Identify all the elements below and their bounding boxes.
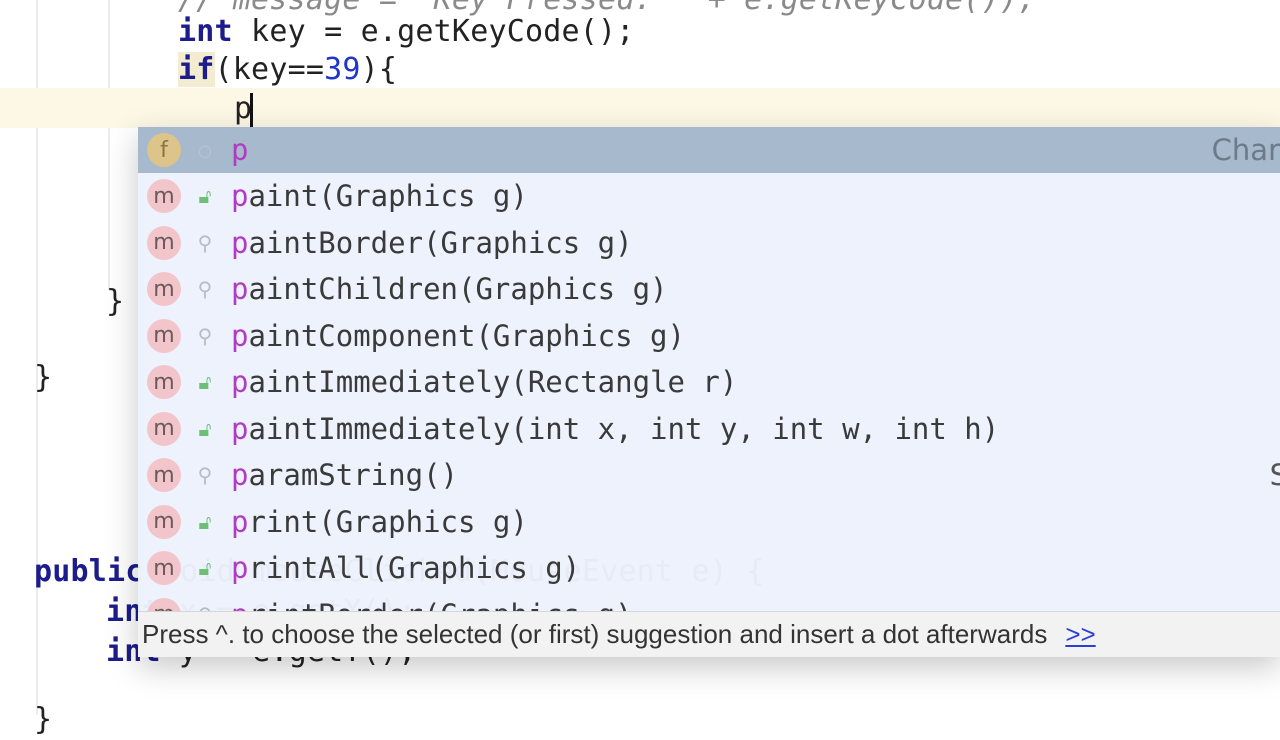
method-icon: m	[147, 551, 181, 586]
protected-key-icon: ⚲	[197, 323, 213, 348]
protected-key-icon: ⚲	[197, 230, 213, 255]
code-text: (key==	[214, 52, 325, 87]
match-text: p	[231, 318, 249, 353]
autocomplete-popup[interactable]: f ○ p Char m 🔓︎ paint(Graphics g) m ⚲ pa…	[138, 127, 1280, 657]
completion-hint-bar: Press ^. to choose the selected (or firs…	[138, 611, 1280, 657]
suggestion-item[interactable]: m ⚲ paintBorder(Graphics g)	[138, 220, 1280, 267]
suggestion-item[interactable]: m 🔓︎ print(Graphics g)	[138, 499, 1280, 546]
more-link[interactable]: >>	[1065, 619, 1096, 649]
suggestion-item[interactable]: m ⚲ paintChildren(Graphics g)	[138, 266, 1280, 313]
package-private-icon: ○	[198, 140, 212, 160]
match-text: p	[231, 551, 249, 586]
text-caret	[250, 92, 254, 127]
suggestion-type: Char	[1211, 133, 1280, 167]
number-literal: 39	[324, 52, 361, 87]
protected-key-icon: ⚲	[197, 277, 213, 302]
method-icon: m	[147, 179, 181, 214]
method-icon: m	[147, 225, 181, 260]
suggestion-text: rintBorder(Graphics g)	[248, 598, 632, 612]
match-text: p	[231, 458, 249, 493]
code-line-typing[interactable]: p	[234, 89, 254, 129]
code-line-brace: }	[34, 702, 53, 737]
match-text: p	[231, 225, 249, 260]
code-line-brace: }	[34, 360, 53, 395]
code-text: key = e.getKeyCode();	[232, 14, 635, 49]
suggestion-item[interactable]: m 🔓︎ paintImmediately(Rectangle r)	[138, 359, 1280, 406]
code-text: ){	[360, 52, 398, 87]
method-icon: m	[147, 597, 181, 612]
code-line-if: if(key==39){	[178, 50, 397, 90]
match-text: p	[231, 272, 249, 307]
suggestion-text: rint(Graphics g)	[248, 504, 528, 539]
protected-key-icon: ⚲	[191, 603, 219, 612]
typed-text: p	[234, 91, 253, 126]
protected-key-icon: ⚲	[197, 463, 213, 488]
current-line-highlight	[0, 88, 1280, 128]
suggestion-list[interactable]: f ○ p Char m 🔓︎ paint(Graphics g) m ⚲ pa…	[138, 127, 1280, 612]
method-icon: m	[147, 411, 181, 446]
suggestion-text: rintAll(Graphics g)	[248, 551, 581, 586]
suggestion-text: aramString()	[248, 458, 458, 493]
suggestion-item[interactable]: m ⚲ paintComponent(Graphics g)	[138, 313, 1280, 360]
method-icon: m	[147, 365, 181, 400]
match-text: p	[231, 365, 249, 400]
indent-guide	[36, 0, 38, 715]
method-icon: m	[147, 504, 181, 539]
public-lock-icon: 🔓︎	[198, 184, 212, 209]
code-line-key: int key = e.getKeyCode();	[178, 12, 635, 52]
suggestion-item[interactable]: m ⚲ printBorder(Graphics g)	[138, 592, 1280, 612]
match-text: p	[231, 598, 248, 612]
suggestion-text: aintImmediately(int x, int y, int w, int…	[248, 411, 1000, 446]
match-text: p	[231, 179, 249, 214]
keyword: public	[34, 554, 144, 589]
suggestion-text: aint(Graphics g)	[248, 179, 528, 214]
suggestion-item-selected[interactable]: f ○ p Char	[138, 127, 1280, 173]
suggestion-text: aintBorder(Graphics g)	[248, 225, 633, 260]
method-icon: m	[147, 318, 181, 353]
suggestion-type: S	[1269, 458, 1280, 492]
keyword: if	[178, 52, 215, 87]
indent-guide	[108, 0, 110, 290]
code-line-comment: // message = "Key Pressed: " + e.getKeyC…	[178, 0, 1036, 20]
suggestion-text: aintComponent(Graphics g)	[248, 318, 685, 353]
public-lock-icon: 🔓︎	[198, 509, 212, 534]
public-lock-icon: 🔓︎	[198, 556, 212, 581]
public-lock-icon: 🔓︎	[198, 416, 212, 441]
public-lock-icon: 🔓︎	[198, 370, 212, 395]
suggestion-item[interactable]: m 🔓︎ paintImmediately(int x, int y, int …	[138, 406, 1280, 453]
match-text: p	[231, 411, 249, 446]
suggestion-text: aintChildren(Graphics g)	[248, 272, 668, 307]
suggestion-item[interactable]: m 🔓︎ printAll(Graphics g)	[138, 545, 1280, 592]
match-text: p	[231, 504, 249, 539]
field-icon: f	[147, 133, 181, 167]
method-icon: m	[147, 458, 181, 493]
match-text: p	[231, 133, 249, 167]
suggestion-item[interactable]: m ⚲ paramString() S	[138, 452, 1280, 499]
hint-text: Press ^. to choose the selected (or firs…	[142, 619, 1048, 649]
suggestion-text: aintImmediately(Rectangle r)	[248, 365, 738, 400]
keyword: int	[178, 14, 233, 49]
method-icon: m	[147, 272, 181, 307]
code-line-brace: }	[106, 284, 125, 319]
suggestion-item[interactable]: m 🔓︎ paint(Graphics g)	[138, 173, 1280, 220]
